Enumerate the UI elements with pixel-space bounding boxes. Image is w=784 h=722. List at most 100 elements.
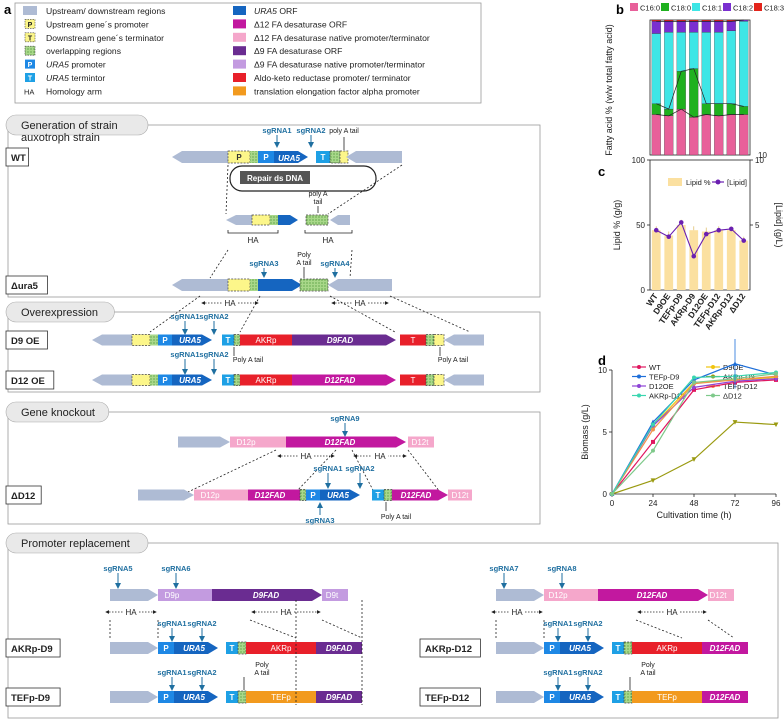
legend-item-label: URA5 ORF [254, 6, 297, 16]
promoter-label: AKRp [657, 644, 678, 653]
homology-arm-label: HA [322, 236, 334, 245]
legend-label: [Lipid] [727, 178, 747, 187]
bar-segment [689, 21, 699, 33]
overlap-region [425, 374, 435, 386]
y-axis-label: Fatty acid % (w/w total fatty acid) [604, 24, 614, 156]
legend-swatch [692, 3, 700, 11]
legend-label: ΔD12 [723, 392, 742, 401]
bar [714, 230, 724, 290]
ura5-orf [174, 642, 218, 654]
row-label-d12-box [5, 370, 55, 390]
legend-symbol: P [28, 62, 33, 69]
repair-label-bg [240, 171, 310, 184]
legend-item-label: Δ9 FA desaturase native promoter/termina… [254, 60, 425, 70]
data-point [691, 457, 697, 462]
polya-label: Poly [297, 252, 311, 259]
section-knockout-tab [5, 401, 110, 423]
fad-label: D9FAD [253, 591, 279, 600]
ha-bg [298, 451, 314, 460]
d12t-label: D12t [412, 438, 430, 447]
bar-segment [689, 117, 699, 156]
sgrna1-label: sgRNA1 [157, 668, 186, 677]
native-promoter-label: D12p [548, 591, 568, 600]
bar-segment [701, 32, 711, 104]
y-tick-label: 0 [641, 286, 646, 295]
legend-tspan: URA5 [46, 60, 69, 70]
alignment-line [321, 619, 363, 639]
homology-arm-label: HA [666, 608, 678, 617]
section-generation-title: Generation of strain [21, 120, 118, 132]
overlap-region [150, 374, 158, 386]
bar-segment [714, 21, 724, 33]
bar-segment [701, 103, 711, 115]
d12fad-label: D12FAD [401, 491, 432, 500]
element-symbol: T [616, 693, 621, 702]
d12p-label: D12p [236, 438, 256, 447]
overlap-region [623, 641, 633, 655]
data-point [741, 238, 747, 243]
bar-segment [676, 21, 686, 33]
legend-swatch [233, 6, 246, 15]
legend-label: Lipid % [686, 178, 711, 187]
legend-item-label: overlapping regions [46, 46, 121, 56]
sgrna4-label: sgRNA4 [320, 259, 350, 268]
bar-segment [714, 103, 724, 116]
element-symbol: T [230, 693, 235, 702]
row-label-ura5-box [5, 275, 48, 295]
legend-swatch [23, 6, 37, 15]
upstream-promoter [227, 278, 251, 292]
akrp-label: AKRp [256, 376, 277, 385]
upstream-region [178, 436, 230, 448]
native-terminator-label: D12t [710, 591, 728, 600]
alignment-line [329, 295, 396, 333]
row-label-tefd9-box [5, 687, 61, 707]
new-promoter [246, 691, 316, 703]
legend-item-label: Aldo-keto reductase promoter/ terminator [254, 73, 411, 83]
alignment-line [295, 449, 337, 493]
overlap-region [425, 334, 435, 346]
legend-item-label: URA5 termintor [46, 73, 105, 83]
alignment-line [707, 619, 735, 639]
terminator-label: T [411, 376, 416, 385]
bar-segment [651, 33, 661, 104]
sgrna2-label: sgRNA2 [199, 350, 228, 359]
akr-terminator [400, 334, 426, 346]
polya-label: Poly A tail [233, 357, 264, 364]
homology-arm-label: HA [300, 452, 312, 461]
akrp-label: AKRp [256, 336, 277, 345]
bar-segment [701, 114, 711, 156]
overlap-region [233, 334, 241, 346]
alignment-line [349, 249, 353, 279]
ura5-terminator [612, 691, 624, 703]
upstream-promoter [251, 214, 271, 226]
element-symbol: T [616, 644, 621, 653]
data-point [653, 227, 659, 233]
series-line [611, 375, 777, 495]
upstream-region [110, 691, 158, 703]
polya-label: poly A tail [329, 128, 359, 135]
ura5-promoter [544, 642, 560, 654]
d12fad-orf [286, 436, 406, 448]
row-label-d12: D12 OE [11, 376, 45, 387]
ura5-promoter [258, 151, 274, 163]
fad-orf [598, 589, 708, 601]
upstream-promoter [227, 150, 251, 164]
legend-item-label: Δ9 FA desaturase ORF [254, 46, 342, 56]
y2-tick-label: 10 [755, 156, 764, 165]
ura5-label: URA5 [179, 336, 201, 345]
sgrna2-label: sgRNA2 [187, 668, 216, 677]
legend-symbol: T [28, 76, 33, 83]
legend-marker [711, 365, 715, 369]
fad-orf [292, 374, 396, 386]
polya-label: poly A [308, 191, 327, 198]
legend-item-label: Δ12 FA desaturase ORF [254, 19, 347, 29]
y-tick-label: 10 [598, 366, 607, 375]
legend-marker [711, 393, 715, 398]
upstream-arm [226, 215, 252, 225]
legend-item-label: Δ12 FA desaturase native promoter/termin… [254, 33, 430, 43]
overlap-region [299, 278, 329, 292]
section-generation-frame [7, 124, 541, 298]
legend-marker [637, 365, 641, 369]
legend-swatch [233, 73, 246, 82]
